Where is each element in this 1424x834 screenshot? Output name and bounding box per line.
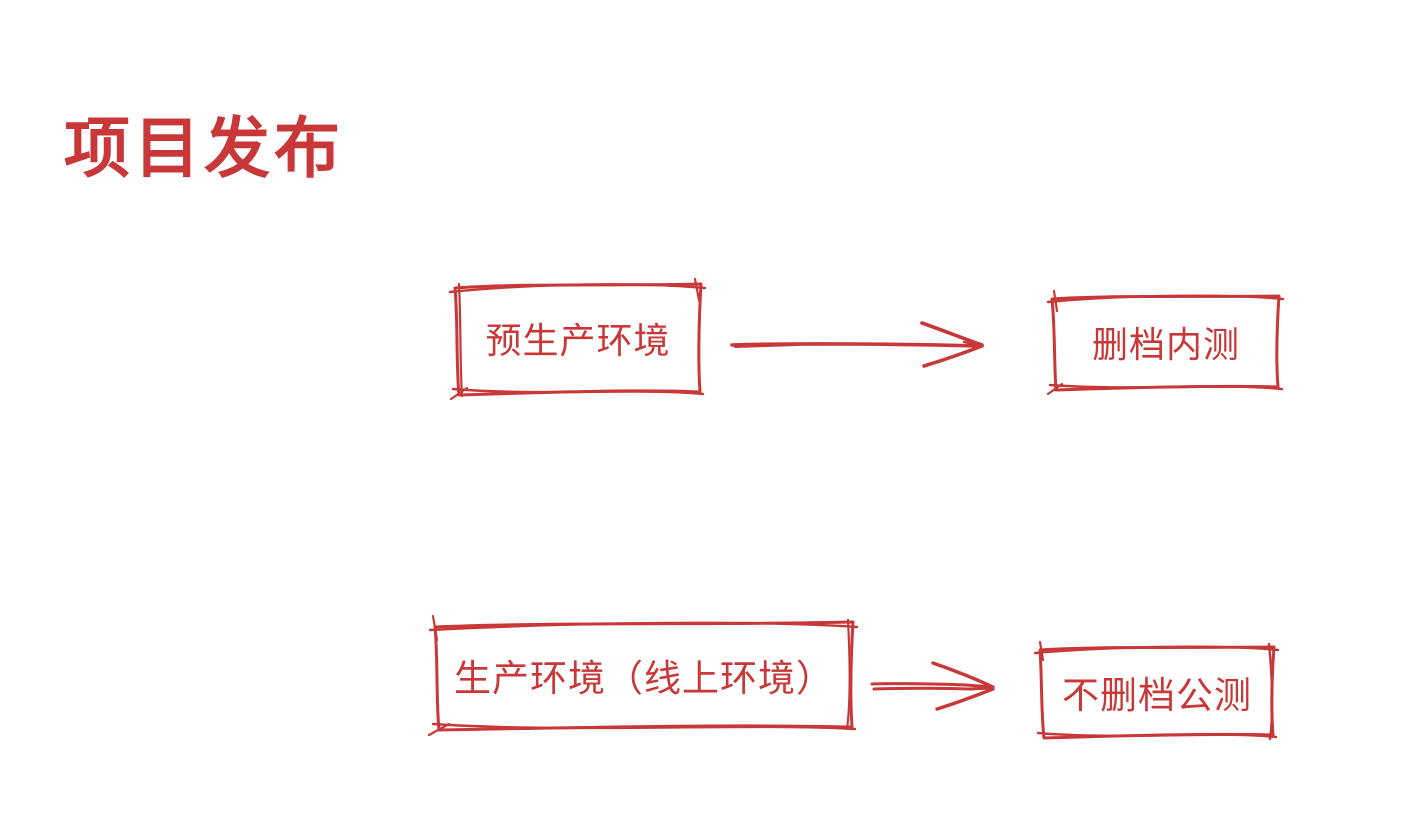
node-open-beta: 不删档公测: [1033, 640, 1281, 744]
box-stroke-corner-overshoot-tl: [1052, 289, 1059, 313]
box-stroke-corner-overshoot-bl: [427, 722, 451, 736]
node-production-env: 生产环境（线上环境）: [427, 614, 861, 736]
box-stroke-corner-overshoot-tl: [431, 614, 439, 642]
arrow-head-lower: [922, 344, 984, 368]
sketch-box-frame: [1046, 289, 1285, 395]
arrow-shaft-overdraw: [872, 686, 993, 691]
arrow-head-upper: [920, 321, 984, 347]
box-stroke-right-overdraw: [1267, 642, 1274, 741]
box-stroke-bottom-overdraw: [1036, 731, 1278, 739]
arrow-right-icon: [870, 661, 995, 711]
node-label: 生产环境（线上环境）: [454, 658, 834, 699]
node-label: 不删档公测: [1062, 675, 1252, 716]
arrow-tip-overdraw: [962, 340, 984, 348]
box-stroke-top-overdraw: [1046, 294, 1285, 304]
node-label: 预生产环境: [485, 320, 671, 361]
sketch-box-frame: [427, 614, 859, 736]
box-stroke-left-overdraw: [457, 282, 464, 398]
box-stroke-bottom-overdraw: [1048, 383, 1284, 391]
arrow-head-upper: [931, 661, 995, 689]
node-label: 删档内测: [1091, 324, 1240, 365]
box-stroke-bottom-overdraw: [451, 387, 705, 396]
box-stroke-bottom-overdraw: [431, 722, 857, 731]
sketch-box-frame: [1033, 640, 1280, 741]
box-stroke-top-overdraw: [1033, 645, 1280, 655]
arrow-head-lower: [935, 687, 995, 711]
box-stroke-corner-overshoot-tl: [1038, 640, 1045, 662]
arrow-right-icon: [730, 321, 984, 368]
box-stroke-right-overdraw: [845, 618, 851, 731]
arrow-shaft: [730, 342, 981, 348]
diagram-title: 项目发布: [64, 111, 344, 185]
box-stroke-top-overdraw: [428, 621, 859, 632]
box-stroke-corner-overshoot-bl: [449, 386, 469, 400]
box-stroke-corner-overshoot-bl: [1046, 382, 1064, 395]
arrow-shaft-overdraw: [734, 344, 799, 348]
node-pre-production-env: 预生产环境: [448, 276, 708, 400]
box-stroke-top-overdraw: [448, 283, 707, 294]
sketch-box-frame: [448, 277, 707, 400]
box-stroke-corner-overshoot-tr: [693, 277, 701, 302]
arrow-shaft: [870, 682, 994, 689]
node-closed-beta: 删档内测: [1046, 289, 1286, 395]
